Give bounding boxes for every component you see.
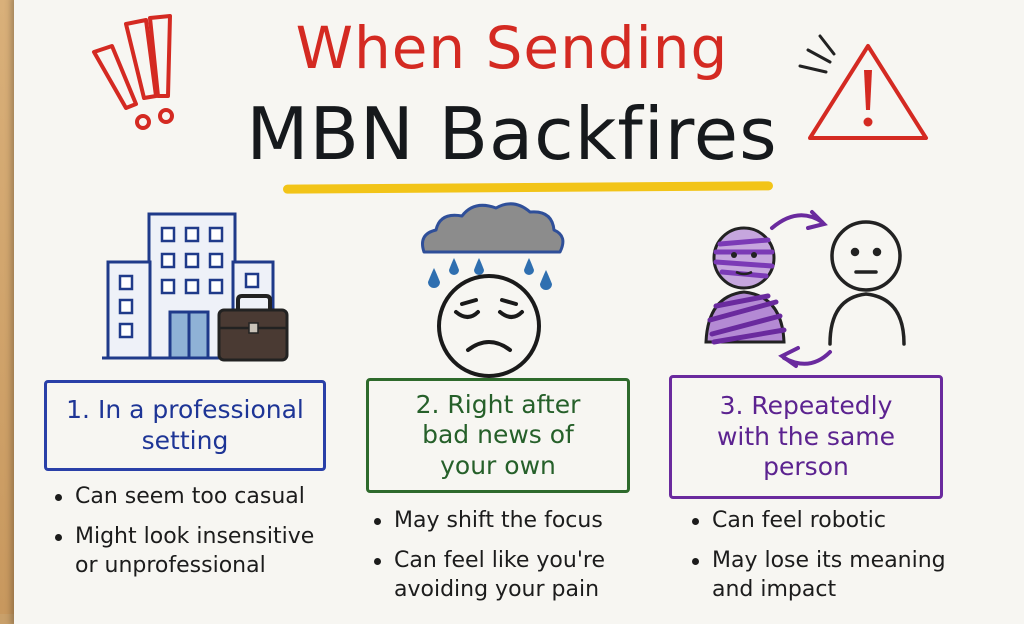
sad-face-icon (437, 274, 541, 378)
exclamation-marks-icon (92, 14, 174, 130)
section-1-bullets: Can seem too casual Might look insensiti… (53, 482, 353, 591)
list-item: May shift the focus (372, 506, 672, 536)
title-line-2: MBN Backfires (246, 92, 778, 176)
title-line-1: When Sending (295, 14, 729, 82)
repeat-arrows-icon (770, 210, 832, 368)
list-item: Can seem too casual (53, 482, 353, 512)
section-3-bullets: Can feel robotic May lose its meaning an… (690, 506, 990, 615)
person-icon (828, 220, 906, 346)
section-1-label-box: 1. In a professional setting (44, 380, 326, 471)
section-1-label: 1. In a professional setting (66, 395, 304, 455)
section-2-label: 2. Right after bad news of your own (415, 389, 581, 480)
warning-triangle-icon (798, 34, 928, 140)
list-item: Can feel like you're avoiding your pain (372, 546, 672, 605)
section-3-label: 3. Repeatedly with the same person (716, 391, 896, 482)
section-3-label-box: 3. Repeatedly with the same person (669, 375, 943, 499)
list-item: Might look insensitive or unprofessional (53, 522, 353, 581)
rain-cloud-icon (421, 202, 565, 290)
person-icon (704, 226, 787, 345)
list-item: Can feel robotic (690, 506, 990, 536)
section-2-label-box: 2. Right after bad news of your own (366, 378, 630, 493)
section-2-bullets: May shift the focus Can feel like you're… (372, 506, 672, 615)
briefcase-icon (217, 294, 289, 362)
list-item: May lose its meaning and impact (690, 546, 990, 605)
